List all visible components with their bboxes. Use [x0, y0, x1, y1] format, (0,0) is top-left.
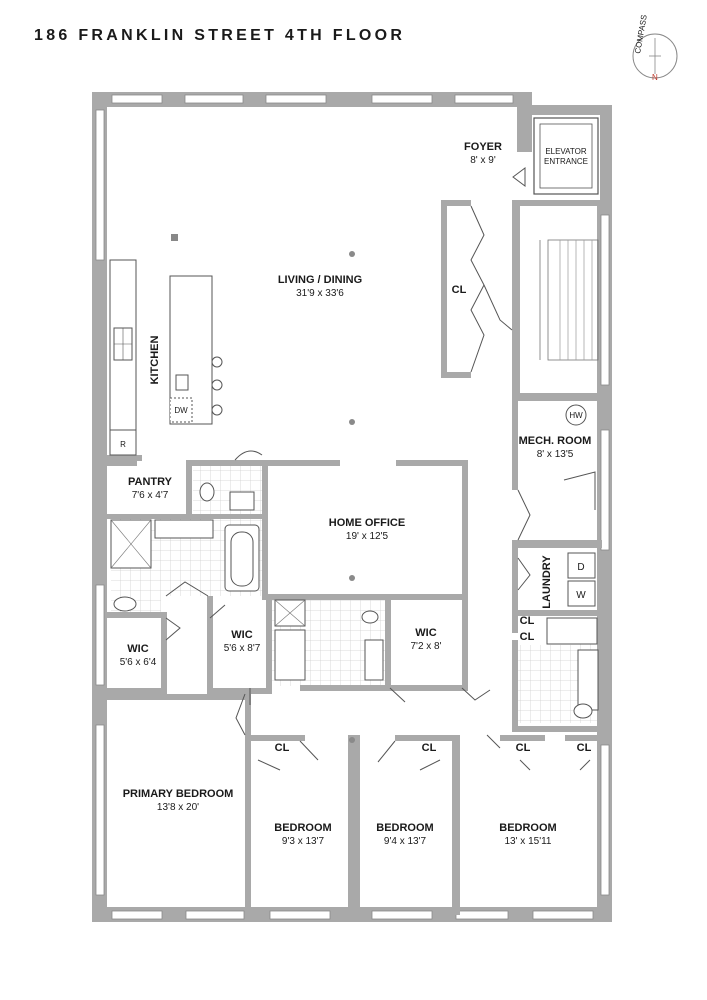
dishwasher-label: DW — [174, 406, 188, 415]
bed1-dims: 9'3 x 13'7 — [282, 836, 325, 847]
foyer-name: FOYER — [464, 141, 502, 153]
bed3-dims: 13' x 15'11 — [504, 836, 551, 847]
plan-title: 186 FRANKLIN STREET 4TH FLOOR — [34, 27, 406, 44]
ceiling-lights — [349, 251, 355, 743]
wic3-dims: 7'2 x 8' — [410, 641, 441, 652]
interior-walls — [107, 200, 605, 915]
bath-fixtures — [110, 482, 599, 719]
living-dims: 31'9 x 33'6 — [296, 288, 344, 299]
wic1-dims: 5'6 x 6'4 — [120, 657, 157, 668]
fridge-label: R — [120, 440, 126, 449]
windows — [95, 94, 610, 920]
hw-label: HW — [569, 411, 583, 420]
bed1-name: BEDROOM — [274, 822, 331, 834]
bed2-name: BEDROOM — [376, 822, 433, 834]
hall-closet-name: CL — [452, 284, 467, 296]
laundry-name: LAUNDRY — [541, 555, 553, 609]
wic2-name: WIC — [231, 629, 252, 641]
elevator-label-line1: ELEVATOR — [545, 147, 587, 156]
bed3-closet-a: CL — [516, 742, 531, 754]
office-name: HOME OFFICE — [329, 517, 405, 529]
primary-name: PRIMARY BEDROOM — [123, 788, 234, 800]
bed2-dims: 9'4 x 13'7 — [384, 836, 427, 847]
wic1-name: WIC — [127, 643, 148, 655]
closet-doors — [470, 205, 485, 373]
foyer-dims: 8' x 9' — [470, 155, 496, 166]
wic3-name: WIC — [415, 627, 436, 639]
dryer-label: D — [577, 562, 584, 573]
bed3-name: BEDROOM — [499, 822, 556, 834]
mech-name: MECH. ROOM — [519, 435, 592, 447]
staircase — [539, 239, 599, 361]
compass-icon: COMPASS N — [632, 14, 678, 82]
wic2-dims: 5'6 x 8'7 — [224, 643, 261, 654]
compass-north: N — [652, 73, 658, 82]
washer-label: W — [576, 590, 586, 601]
primary-dims: 13'8 x 20' — [157, 802, 199, 813]
pantry-dims: 7'6 x 4'7 — [132, 490, 169, 501]
door-swings — [165, 450, 596, 771]
laundry-machines: D W — [567, 552, 596, 607]
pantry-name: PANTRY — [128, 476, 173, 488]
kitchen-name: KITCHEN — [149, 336, 161, 385]
bed3-closet-b: CL — [577, 742, 592, 754]
bed2-closet: CL — [422, 742, 437, 754]
water-heater — [565, 404, 587, 426]
office-dims: 19' x 12'5 — [346, 531, 389, 542]
living-name: LIVING / DINING — [278, 274, 362, 286]
bed1-closet: CL — [275, 742, 290, 754]
kitchen-fixtures: R DW — [109, 234, 223, 456]
laundry-closet-2: CL — [520, 631, 535, 643]
elevator: ELEVATOR ENTRANCE — [512, 117, 599, 195]
laundry-closet-1: CL — [520, 615, 535, 627]
elevator-label-line2: ENTRANCE — [544, 157, 588, 166]
mech-dims: 8' x 13'5 — [537, 449, 574, 460]
